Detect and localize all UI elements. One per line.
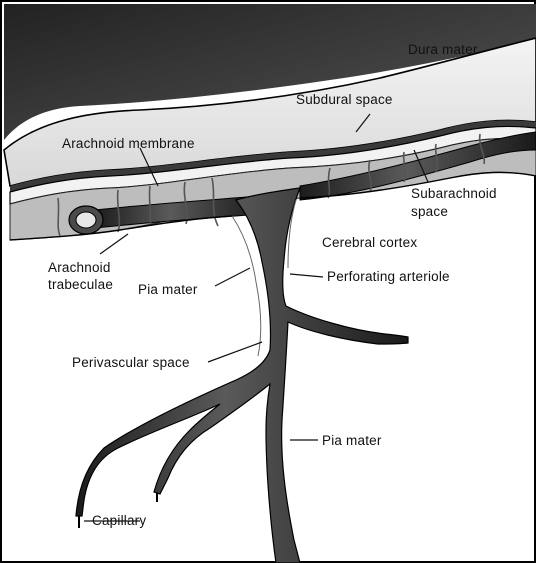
label-arachnoid-membrane: Arachnoid membrane [62,136,195,151]
label-pia-mater-lower: Pia mater [322,433,382,448]
label-subarachnoid-space-line2: space [411,204,448,219]
label-arachnoid-trabeculae-line1: Arachnoid [48,260,111,275]
label-perforating-arteriole: Perforating arteriole [327,269,450,284]
label-subdural-space: Subdural space [296,92,393,107]
label-dura-mater: Dura mater [408,42,478,57]
label-pia-mater-upper: Pia mater [138,282,198,297]
label-perivascular-space: Perivascular space [72,355,190,370]
label-cerebral-cortex: Cerebral cortex [322,235,417,250]
label-subarachnoid-space-line1: Subarachnoid [411,186,497,201]
label-capillary: Capillary [92,513,146,528]
label-arachnoid-trabeculae-line2: trabeculae [48,277,113,292]
vessel-lumen [76,212,96,228]
